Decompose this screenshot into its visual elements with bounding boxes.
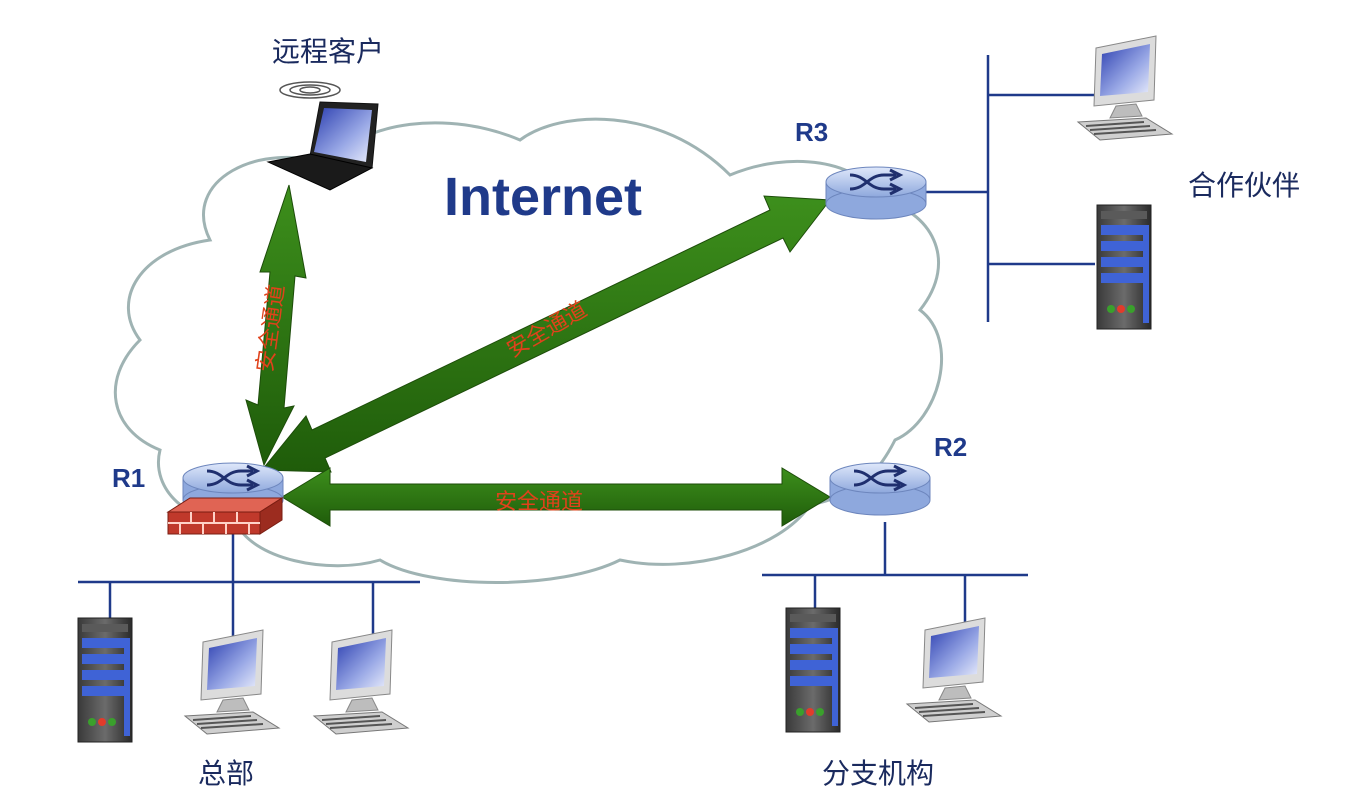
router-r3-label: R3 [795,117,829,147]
router-r1-label: R1 [112,463,146,493]
partner-server-icon [1096,204,1152,330]
cloud-label: Internet [444,167,643,227]
partner-label: 合作伙伴 [1188,169,1301,202]
router-r2 [828,461,932,517]
router-r3 [824,165,928,221]
headquarters-label: 总部 [198,757,255,790]
branch-lan [762,522,1028,628]
branch-label: 分支机构 [822,757,935,790]
branch-desktop-icon [906,617,1002,723]
tunnel-label-r1-r2: 安全通道 [495,490,584,515]
tunnel-arrow-r1-r3 [260,195,831,473]
laptop-icon [266,81,379,191]
router-r2-label: R2 [934,432,968,462]
hq-desktop-icon-2 [313,629,409,735]
firewall-icon [166,497,284,535]
hq-server-icon [77,617,133,743]
branch-server-icon [785,607,841,733]
hq-desktop-icon-1 [184,629,280,735]
tunnel-arrow-r1-remote [245,184,307,467]
headquarters-lan [78,530,420,640]
partner-lan [926,55,1095,322]
remote-client-label: 远程客户 [272,35,385,68]
partner-desktop-icon [1077,35,1173,141]
